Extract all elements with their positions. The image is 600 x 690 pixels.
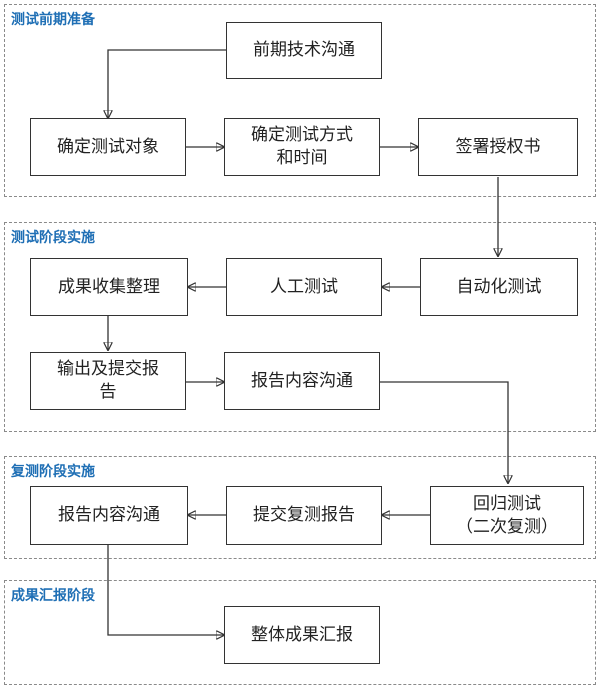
node-confirm-test-target: 确定测试对象 — [30, 118, 186, 176]
node-output-submit-report: 输出及提交报 告 — [30, 352, 186, 410]
node-confirm-test-method-time: 确定测试方式 和时间 — [224, 118, 380, 176]
node-manual-test: 人工测试 — [226, 258, 382, 316]
phase-title: 成果汇报阶段 — [11, 588, 95, 604]
phase-title: 测试阶段实施 — [11, 230, 95, 246]
phase-title: 复测阶段实施 — [11, 464, 95, 480]
edge-pre-comm-to-confirm-target — [108, 49, 226, 118]
phase-retest-implementation: 复测阶段实施 — [4, 456, 596, 559]
node-collect-results: 成果收集整理 — [30, 258, 188, 316]
edge-report-comm-to-regression — [380, 381, 508, 483]
node-report-content-communication: 报告内容沟通 — [224, 352, 380, 410]
node-regression-test: 回归测试 （二次复测） — [430, 486, 584, 545]
node-pre-tech-communication: 前期技术沟通 — [226, 22, 382, 79]
phase-title: 测试前期准备 — [11, 12, 95, 28]
phase-pre-preparation: 测试前期准备 — [4, 4, 596, 197]
edge-retest-comm-to-summary — [107, 545, 224, 635]
node-automated-test: 自动化测试 — [420, 258, 578, 316]
node-sign-authorization: 签署授权书 — [418, 118, 578, 176]
node-overall-result-report: 整体成果汇报 — [224, 606, 380, 664]
phase-result-report: 成果汇报阶段 — [4, 580, 596, 685]
phase-test-implementation: 测试阶段实施 — [4, 222, 596, 432]
node-retest-report-communication: 报告内容沟通 — [30, 486, 188, 545]
node-submit-retest-report: 提交复测报告 — [226, 486, 382, 545]
